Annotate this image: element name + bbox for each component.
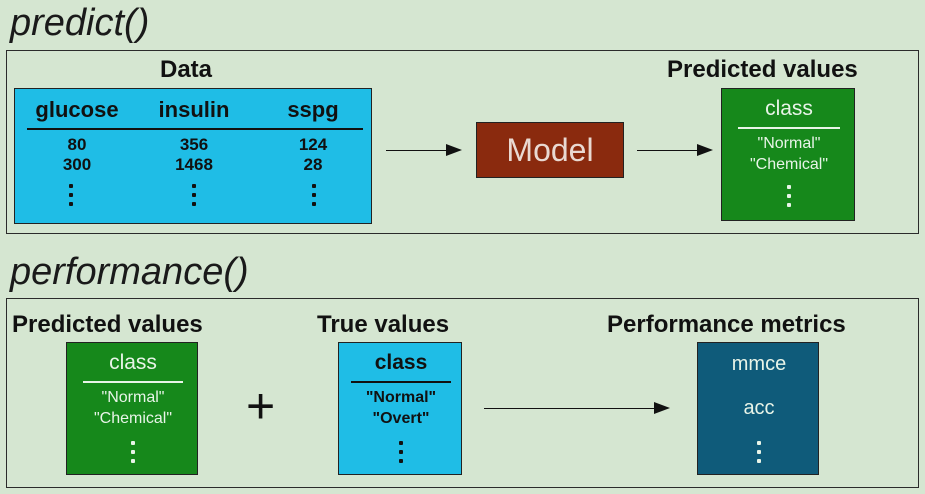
ellipsis-icon: [787, 185, 791, 207]
predicted-values-box: class "Normal" "Chemical": [721, 88, 855, 221]
table-cell: 356: [179, 135, 209, 154]
column-header-glucose: glucose: [35, 97, 119, 122]
column-header-insulin: insulin: [158, 97, 230, 122]
predict-panel: [6, 50, 919, 234]
data-table: glucose insulin sspg 80 356 124 300 1468…: [14, 88, 372, 224]
ellipsis-icon: [757, 441, 761, 463]
predicted-values-label: Predicted values: [667, 56, 858, 83]
ellipsis-icon: [192, 184, 196, 206]
metric-item: acc: [743, 397, 775, 419]
ellipsis-icon: [399, 441, 403, 463]
ellipsis-icon: [131, 441, 135, 463]
model-box: Model: [476, 122, 624, 178]
arrow-head-icon: [654, 402, 670, 414]
metric-item: mmce: [731, 353, 787, 375]
predicted-value: "Normal": [101, 389, 165, 406]
predicted-value: "Chemical": [749, 156, 829, 173]
arrow-head-icon: [697, 144, 713, 156]
arrow-to-model: [386, 150, 446, 151]
class-divider: [83, 381, 183, 383]
table-cell: 80: [67, 135, 87, 154]
performance-panel: [6, 298, 919, 488]
true-values-label: True values: [317, 311, 450, 338]
arrow-head-icon: [446, 144, 462, 156]
predicted-value: "Chemical": [93, 410, 173, 427]
true-value: "Normal": [365, 389, 437, 406]
arrow-to-predicted: [637, 150, 697, 151]
plus-icon: +: [246, 378, 276, 434]
predicted-value: "Normal": [757, 135, 821, 152]
class-header: class: [374, 351, 428, 374]
table-cell: 1468: [175, 155, 213, 174]
true-values-box: class "Normal" "Overt": [338, 342, 462, 475]
predicted-values-box: class "Normal" "Chemical": [66, 342, 198, 475]
performance-metrics-label: Performance metrics: [607, 311, 846, 338]
performance-title: performance(): [10, 251, 249, 293]
ellipsis-icon: [69, 184, 73, 206]
true-value: "Overt": [372, 410, 430, 427]
ellipsis-icon: [312, 184, 316, 206]
model-label: Model: [506, 131, 594, 168]
predict-title: predict(): [10, 2, 150, 44]
table-cell: 124: [298, 135, 328, 154]
table-cell: 300: [62, 155, 92, 174]
table-cell: 28: [303, 155, 323, 174]
performance-metrics-box: mmce acc: [697, 342, 819, 475]
arrow-to-metrics: [484, 408, 654, 409]
data-label: Data: [160, 56, 213, 83]
header-divider: [27, 128, 363, 130]
predicted-values-label: Predicted values: [12, 311, 203, 338]
class-divider: [738, 127, 840, 129]
column-header-sspg: sspg: [287, 97, 339, 122]
class-header: class: [765, 97, 813, 120]
class-divider: [351, 381, 451, 383]
class-header: class: [109, 351, 157, 374]
